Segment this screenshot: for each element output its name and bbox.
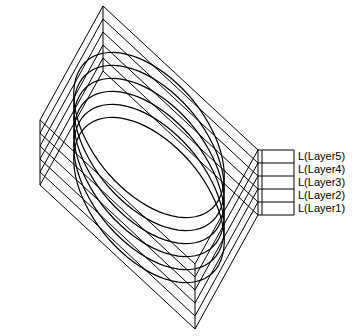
layer-circle <box>74 91 224 256</box>
leader-line <box>258 150 294 151</box>
layer-slice <box>40 32 258 290</box>
layer-label: L(Layer5) <box>297 150 346 163</box>
layer-circle <box>74 117 224 282</box>
leader-line <box>258 176 294 177</box>
layer-slice <box>40 71 258 329</box>
layer-circle <box>74 52 224 217</box>
leader-line <box>258 163 294 164</box>
layer-slice <box>40 6 258 264</box>
layer-circle <box>74 65 224 230</box>
bracket-line <box>262 150 263 215</box>
layer-slice <box>40 58 258 316</box>
layer-label: L(Layer3) <box>297 176 346 189</box>
leader-line <box>258 189 294 190</box>
layer-label: L(Layer4) <box>297 163 346 176</box>
box-edge <box>40 120 41 185</box>
box-edge <box>258 150 259 215</box>
layer-circle <box>74 104 224 269</box>
leader-line <box>258 215 294 216</box>
box-edge <box>195 264 196 329</box>
leader-line <box>258 202 294 203</box>
layer-circle <box>74 78 224 243</box>
layer-label: L(Layer2) <box>297 189 346 202</box>
bracket-line <box>294 150 295 215</box>
box-edge <box>103 6 104 71</box>
layer-slice <box>40 19 258 277</box>
layer-label: L(Layer1) <box>297 202 346 215</box>
layer-slice <box>40 45 258 303</box>
